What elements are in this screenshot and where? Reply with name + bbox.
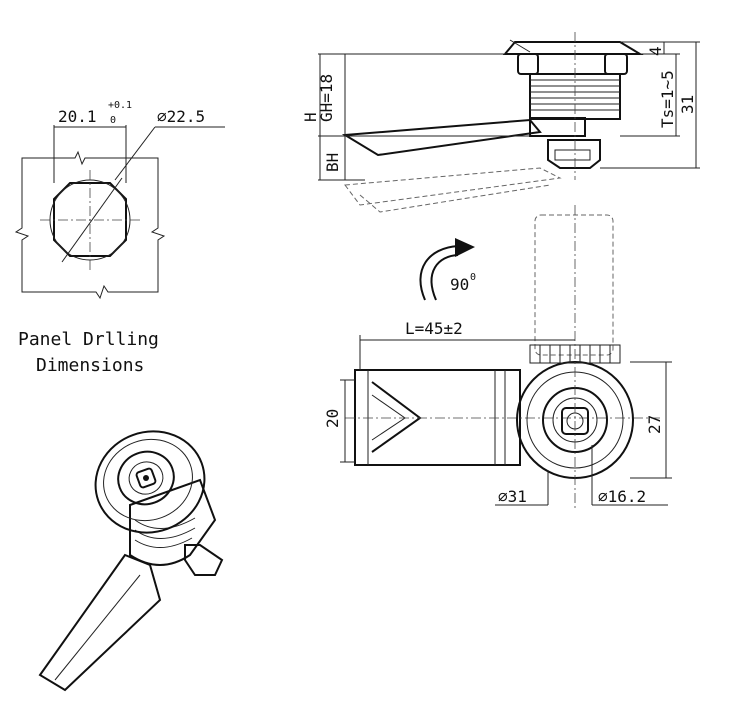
key-cylinder-face	[117, 450, 175, 506]
key-core	[128, 461, 164, 495]
tolerance-lower: 0	[110, 115, 116, 126]
height-left-label: 20	[323, 409, 342, 428]
dia-outer-label: ⌀31	[498, 487, 527, 506]
right-lug	[604, 53, 628, 75]
nut-detail	[554, 149, 591, 161]
rotation-indicator: 90 0	[419, 238, 476, 301]
diagonal-line	[61, 177, 123, 263]
total-label: 31	[678, 95, 697, 114]
front-view: L=45±2 20 27 ⌀31 ⌀16.2	[323, 205, 672, 510]
alt-handle-position	[534, 214, 614, 356]
length-label: L=45±2	[405, 319, 463, 338]
rotation-label: 90	[450, 275, 469, 294]
flange-chamfer	[509, 39, 531, 53]
cam-arm-edge	[54, 574, 141, 681]
bottom-nut	[547, 139, 601, 169]
rotation-arc	[419, 245, 459, 301]
handle-wedge	[371, 381, 422, 453]
left-lug	[517, 53, 539, 75]
diameter-leader	[114, 126, 156, 181]
bh-label: BH	[323, 153, 342, 172]
key-pin	[143, 475, 149, 481]
caption-line-2: Dimensions	[36, 355, 144, 376]
width-label: 20.1	[58, 107, 97, 126]
flange-outer	[94, 430, 206, 534]
ts-label: Ts=1~5	[658, 70, 677, 128]
four-label: 4	[646, 46, 665, 56]
rear-nut	[184, 544, 224, 576]
cam-tongue	[341, 118, 542, 157]
diameter-label: ⌀22.5	[157, 107, 205, 126]
panel-cutout	[53, 182, 127, 257]
lock-body-cylinder	[129, 478, 217, 566]
cam-arm	[38, 553, 162, 692]
caption-line-1: Panel Drlling	[18, 329, 159, 350]
panel-outline	[14, 150, 166, 300]
dia-inner-label: ⌀16.2	[598, 487, 646, 506]
side-view: H GH=18 BH 4 Ts=1~5 31	[301, 32, 700, 213]
flange-ring	[103, 438, 193, 522]
rotation-arc-inner	[430, 254, 459, 301]
gh-label: GH=18	[317, 74, 336, 122]
panel-drilling-view: 20.1 +0.1 0 ⌀22.5 Panel Drlling Dimensio…	[14, 100, 225, 376]
cam-alt-position-2	[359, 184, 551, 213]
flange-head	[502, 41, 644, 55]
handle-body	[354, 369, 521, 466]
key-square	[135, 467, 157, 489]
lock-illustration	[38, 430, 224, 692]
rotation-arrowhead	[455, 238, 475, 257]
cam-bracket	[529, 117, 586, 137]
cam-alt-position	[344, 167, 562, 206]
h-label: H	[301, 112, 320, 122]
height-right-label: 27	[645, 415, 664, 434]
rotation-unit: 0	[470, 272, 476, 283]
tolerance-upper: +0.1	[108, 100, 132, 111]
